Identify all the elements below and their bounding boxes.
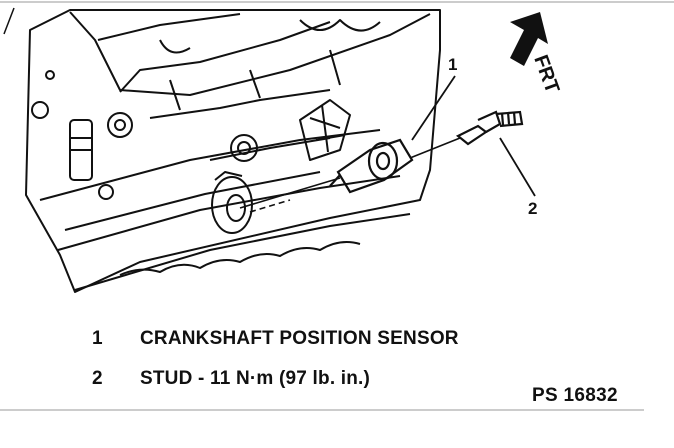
crankshaft-position-sensor: [329, 138, 414, 194]
front-arrow-icon: [510, 12, 548, 66]
legend-row-2: 2 STUD - 11 N·m (97 lb. in.): [92, 368, 370, 390]
frame-left-tick: [3, 7, 15, 35]
leader-line-1: [411, 75, 456, 141]
engine-block: [25, 9, 441, 293]
direction-label: FRT: [529, 52, 563, 96]
legend-text: STUD - 11 N·m (97 lb. in.): [140, 368, 371, 389]
legend-number: 2: [92, 368, 103, 389]
leader-line-2: [499, 137, 536, 197]
legend-row-1: 1 CRANKSHAFT POSITION SENSOR: [92, 328, 459, 350]
callout-1: 1: [448, 55, 457, 74]
legend-text: CRANKSHAFT POSITION SENSOR: [140, 328, 459, 349]
alignment-lines: [239, 137, 461, 213]
legend-number: 1: [92, 328, 103, 349]
stud: [455, 110, 524, 146]
callout-2: 2: [528, 199, 537, 218]
figure-code: PS 16832: [532, 385, 618, 406]
